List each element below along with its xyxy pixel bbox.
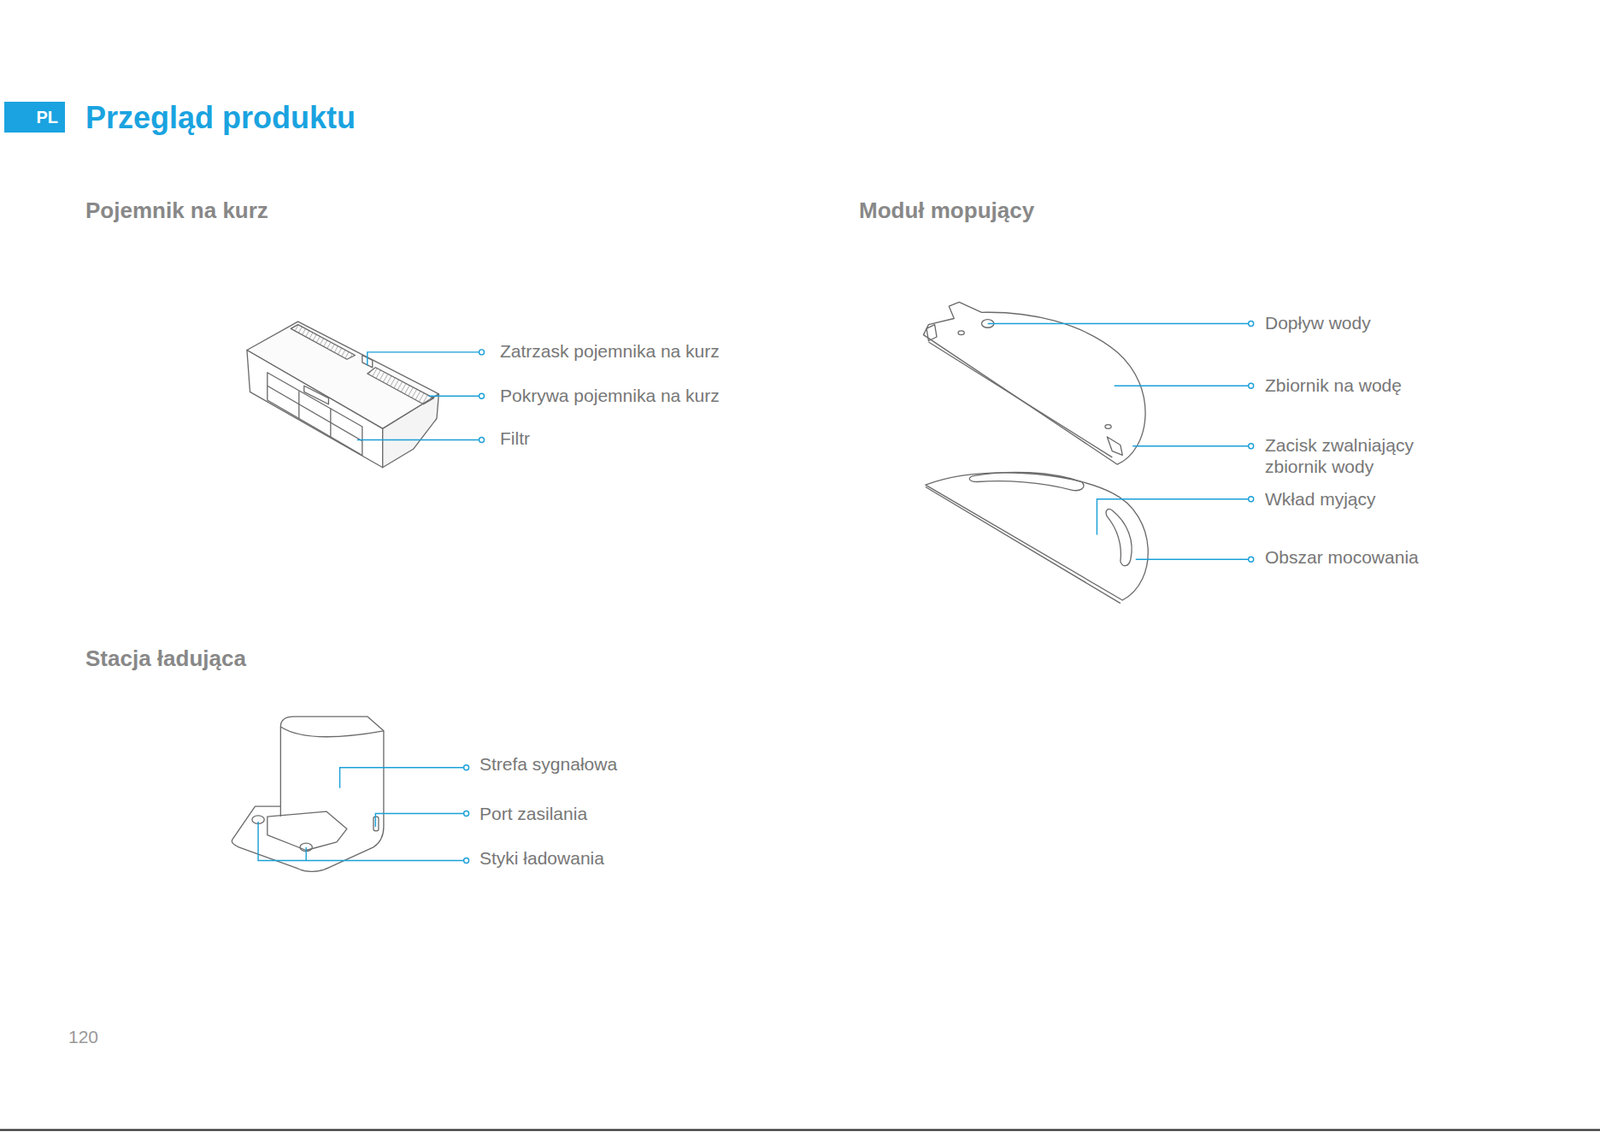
part-label: Port zasilania xyxy=(479,802,588,824)
part-label: Wkład myjący xyxy=(1264,488,1377,510)
section-heading: Moduł mopujący xyxy=(858,197,1035,224)
tab-label: PL xyxy=(35,106,59,128)
page-number: 120 xyxy=(68,1025,99,1048)
part-label: Styki ładowania xyxy=(479,847,605,869)
part-label: Zbiornik na wodę xyxy=(1264,374,1402,396)
part-label: Strefa sygnałowa xyxy=(479,752,618,775)
water-tank xyxy=(923,301,1146,465)
mop-pad xyxy=(925,471,1148,603)
section-heading: Stacja ładująca xyxy=(85,645,247,672)
part-label: Filtr xyxy=(500,427,530,449)
charging-station xyxy=(231,716,384,871)
part-label: Obszar mocowania xyxy=(1264,546,1419,568)
part-label: Dopływ wody xyxy=(1264,311,1371,334)
language-tab: PL xyxy=(4,101,65,133)
page-rule xyxy=(0,1128,1600,1130)
part-label: Pokrywa pojemnika na kurz xyxy=(500,384,720,406)
dust-bin xyxy=(247,321,439,468)
leader-ends xyxy=(464,320,1254,863)
part-label: Zacisk zwalniający zbiornik wody xyxy=(1264,434,1453,477)
leader-lines xyxy=(258,323,1249,860)
page-title: Przegląd produktu xyxy=(85,99,356,136)
section-heading: Pojemnik na kurz xyxy=(85,197,269,224)
part-label: Zatrzask pojemnika na kurz xyxy=(500,340,720,362)
